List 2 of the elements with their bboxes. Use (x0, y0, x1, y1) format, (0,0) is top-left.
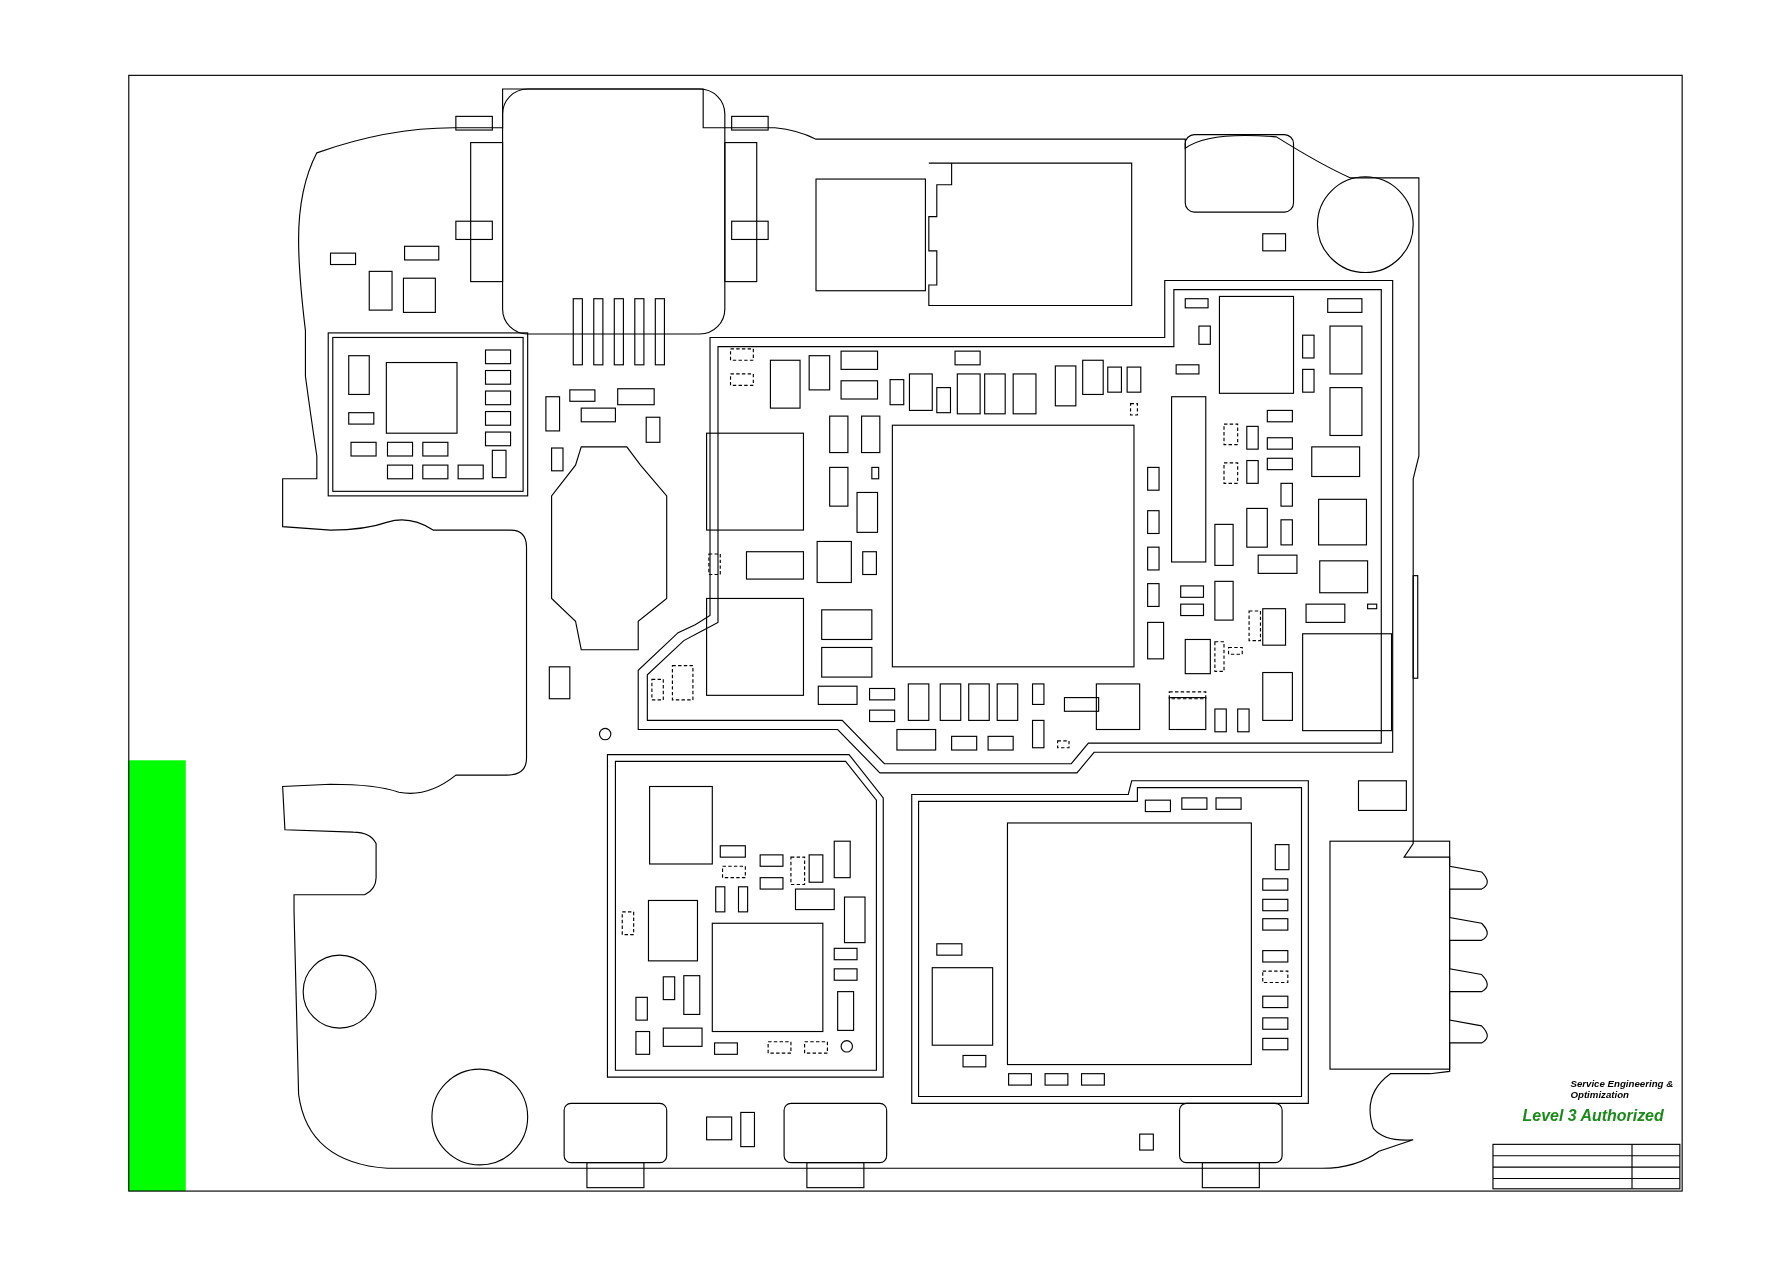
authorization-level: Level 3 Authorized (1522, 1106, 1665, 1125)
department-name: Service Engineering & Optimization (1570, 1079, 1675, 1101)
